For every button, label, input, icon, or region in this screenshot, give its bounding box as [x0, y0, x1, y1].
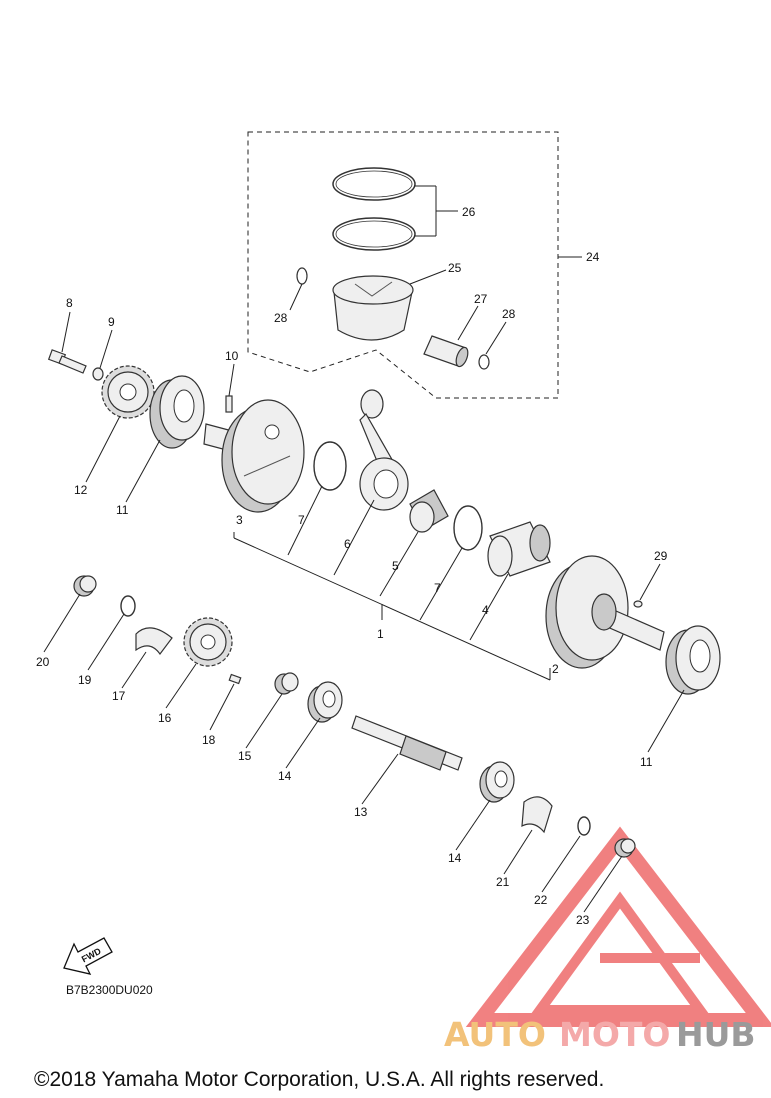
washer[interactable]	[92, 367, 104, 381]
dowel-pin[interactable]	[225, 395, 233, 413]
callout-15: 15	[238, 749, 252, 763]
callout-28-right: 28	[502, 307, 516, 321]
lock-washer[interactable]	[120, 595, 136, 617]
callout-9: 9	[108, 315, 115, 329]
callout-18: 18	[202, 733, 216, 747]
callout-4: 4	[482, 603, 489, 617]
crank-left[interactable]	[203, 399, 305, 513]
callout-12: 12	[74, 483, 88, 497]
piston-rings[interactable]	[332, 167, 416, 251]
callout-11-left: 11	[116, 503, 129, 517]
balancer-bearing-left[interactable]	[307, 681, 343, 723]
leader-lines	[43, 185, 685, 913]
bearing-left[interactable]	[149, 375, 205, 449]
connecting-rod[interactable]	[359, 389, 409, 511]
callout-19: 19	[78, 673, 92, 687]
callout-20: 20	[36, 655, 50, 669]
piston-pin-clip-right[interactable]	[478, 354, 490, 370]
drive-gear[interactable]	[101, 365, 155, 419]
piston-pin-clip-left[interactable]	[296, 267, 308, 285]
callout-7-right: 7	[434, 581, 441, 595]
callout-7-left: 7	[298, 513, 305, 527]
diagram-code: B7B2300DU020	[66, 983, 153, 997]
callout-13: 13	[354, 805, 368, 819]
nut-right[interactable]	[614, 838, 636, 858]
watermark-part-2: MOTO	[559, 1015, 670, 1054]
balancer-weight-left[interactable]	[135, 627, 173, 656]
callout-27: 27	[474, 292, 488, 306]
callout-29: 29	[654, 549, 668, 563]
crank-right[interactable]	[545, 555, 665, 669]
callout-10: 10	[225, 349, 239, 363]
callout-17: 17	[112, 689, 126, 703]
callout-21: 21	[496, 875, 510, 889]
callout-6: 6	[344, 537, 351, 551]
watermark-logo	[465, 826, 771, 1027]
callout-14-right: 14	[448, 851, 462, 865]
fwd-arrow-icon: FWD	[63, 937, 113, 975]
bolt[interactable]	[47, 349, 87, 374]
callout-28-left: 28	[274, 311, 288, 325]
callout-8: 8	[66, 296, 73, 310]
piston-assembly-box	[247, 131, 559, 399]
straight-key[interactable]	[228, 673, 242, 685]
balancer-bearing-right[interactable]	[479, 761, 515, 803]
lock-washer-right[interactable]	[577, 816, 591, 836]
nut[interactable]	[73, 575, 97, 597]
callout-14-left: 14	[278, 769, 292, 783]
bearing-right[interactable]	[665, 625, 721, 695]
balancer-driven-gear[interactable]	[183, 617, 233, 667]
piston-pin[interactable]	[423, 335, 470, 368]
callout-16: 16	[158, 711, 172, 725]
callout-22: 22	[534, 893, 548, 907]
thrust-washer-right[interactable]	[453, 505, 483, 551]
callout-24: 24	[586, 250, 600, 264]
callout-3: 3	[236, 513, 243, 527]
callout-25: 25	[448, 261, 462, 275]
watermark-text: AUTO MOTO HUB	[444, 1015, 756, 1054]
piston[interactable]	[332, 275, 414, 341]
balancer-weight-right[interactable]	[521, 796, 553, 834]
needle-bearing[interactable]	[409, 489, 449, 533]
watermark-part-3: HUB	[676, 1015, 756, 1054]
callout-26: 26	[462, 205, 476, 219]
callout-labels: 1 2 3 4 5 6 7 7 8 9 10 11 11 12 13 14 14…	[36, 205, 668, 927]
callout-2: 2	[552, 662, 559, 676]
callout-11-right: 11	[640, 755, 653, 769]
callout-1: 1	[377, 627, 384, 641]
balancer-shaft[interactable]	[351, 715, 463, 771]
collar[interactable]	[274, 672, 299, 695]
watermark-part-1: AUTO	[444, 1015, 546, 1054]
callout-23: 23	[576, 913, 590, 927]
callout-5: 5	[392, 559, 399, 573]
woodruff-key[interactable]	[633, 600, 643, 608]
crank-pin[interactable]	[487, 521, 551, 577]
copyright-text: ©2018 Yamaha Motor Corporation, U.S.A. A…	[34, 1068, 604, 1091]
thrust-washer-left[interactable]	[313, 441, 347, 491]
